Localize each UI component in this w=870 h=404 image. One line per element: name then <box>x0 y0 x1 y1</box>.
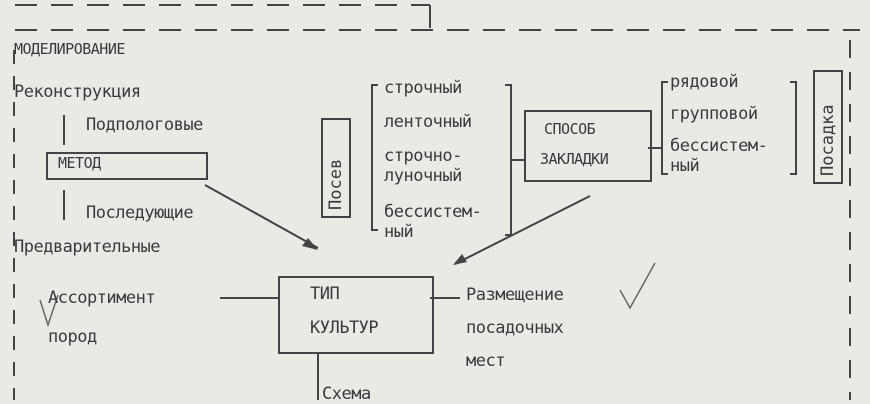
placement-line3: мест <box>466 351 505 371</box>
planting-label: Посадка <box>813 70 843 184</box>
culture-type-box: ТИП КУЛЬТУР <box>278 276 434 354</box>
sowing-label: Посев <box>321 118 351 218</box>
planting-item: ный <box>670 156 700 176</box>
sowing-item: ленточный <box>384 112 472 132</box>
placement-line1: Размещение <box>466 285 564 305</box>
planting-method-box: СПОСОБ ЗАКЛАДКИ <box>524 110 652 182</box>
method-box: МЕТОД <box>46 152 208 180</box>
planting-item: групповой <box>670 104 758 124</box>
sowing-item: строчно- <box>384 146 462 166</box>
sowing-item: луночный <box>384 166 462 186</box>
placement-line2: посадочных <box>466 318 564 338</box>
assortment-line1: Ассортимент <box>48 288 156 308</box>
planting-method-line2: ЗАКЛАДКИ <box>540 150 609 168</box>
scheme: Схема <box>322 384 371 404</box>
sowing-item: бессистем- <box>384 202 482 222</box>
sowing-item: ный <box>384 222 414 242</box>
planting-item: бессистем- <box>670 136 768 156</box>
reconstruction: Реконструкция <box>14 82 141 102</box>
title: МОДЕЛИРОВАНИЕ <box>14 40 125 58</box>
assortment-line2: пород <box>48 327 97 347</box>
culture-type-line2: КУЛЬТУР <box>310 318 379 338</box>
preliminary: Предварительные <box>14 237 161 257</box>
sowing-item: строчный <box>384 78 462 98</box>
subsequent: Последующие <box>86 203 194 223</box>
planting-item: рядовой <box>670 72 739 92</box>
culture-type-line1: ТИП <box>310 284 340 304</box>
under-canopy: Подпологовые <box>86 115 203 135</box>
planting-method-line1: СПОСОБ <box>544 120 596 138</box>
